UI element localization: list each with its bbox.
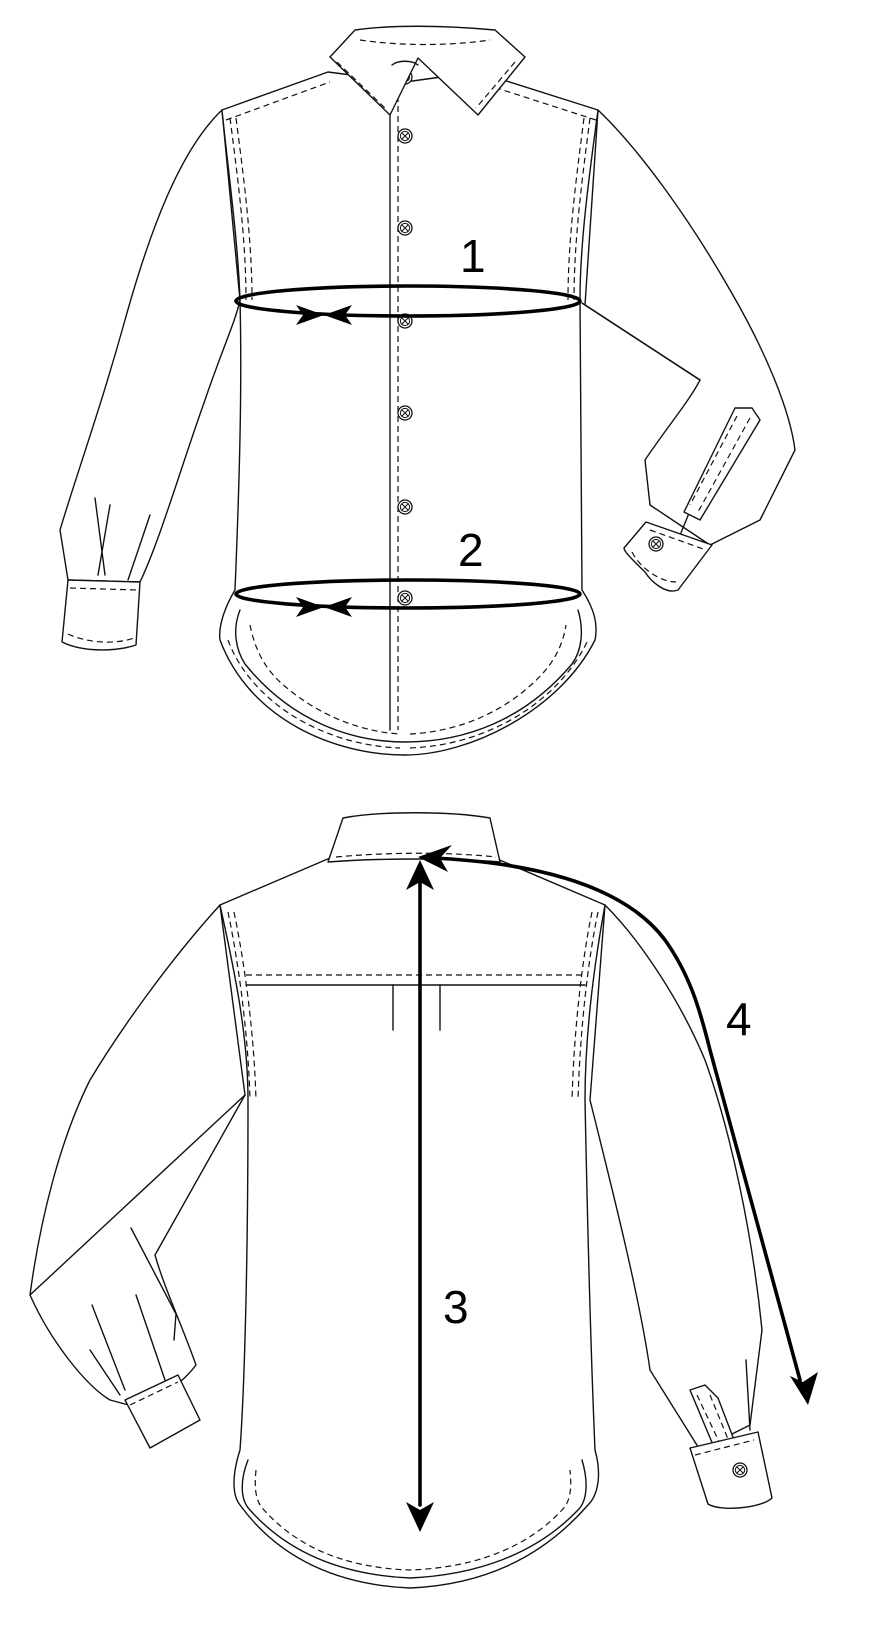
measurement-3-back-length: 3 — [406, 860, 469, 1532]
measurement-2-waist: 2 — [234, 524, 582, 617]
back-left-sleeve — [29, 904, 246, 1449]
front-collar — [329, 25, 526, 116]
measurement-label-4: 4 — [726, 993, 752, 1045]
measurement-label-2: 2 — [458, 524, 484, 576]
back-collar — [327, 812, 501, 863]
back-body — [219, 857, 606, 1589]
shirt-front-view: 1 2 — [59, 25, 796, 756]
measurement-label-3: 3 — [443, 1281, 469, 1333]
shirt-back-view: 3 4 — [29, 812, 818, 1589]
front-body — [219, 69, 599, 756]
back-right-sleeve — [589, 904, 773, 1509]
front-left-sleeve — [59, 109, 241, 651]
front-right-sleeve — [581, 109, 796, 592]
measurement-4-sleeve-length: 4 — [418, 845, 818, 1405]
measurement-label-1: 1 — [460, 230, 486, 282]
measurement-1-chest: 1 — [234, 230, 582, 325]
